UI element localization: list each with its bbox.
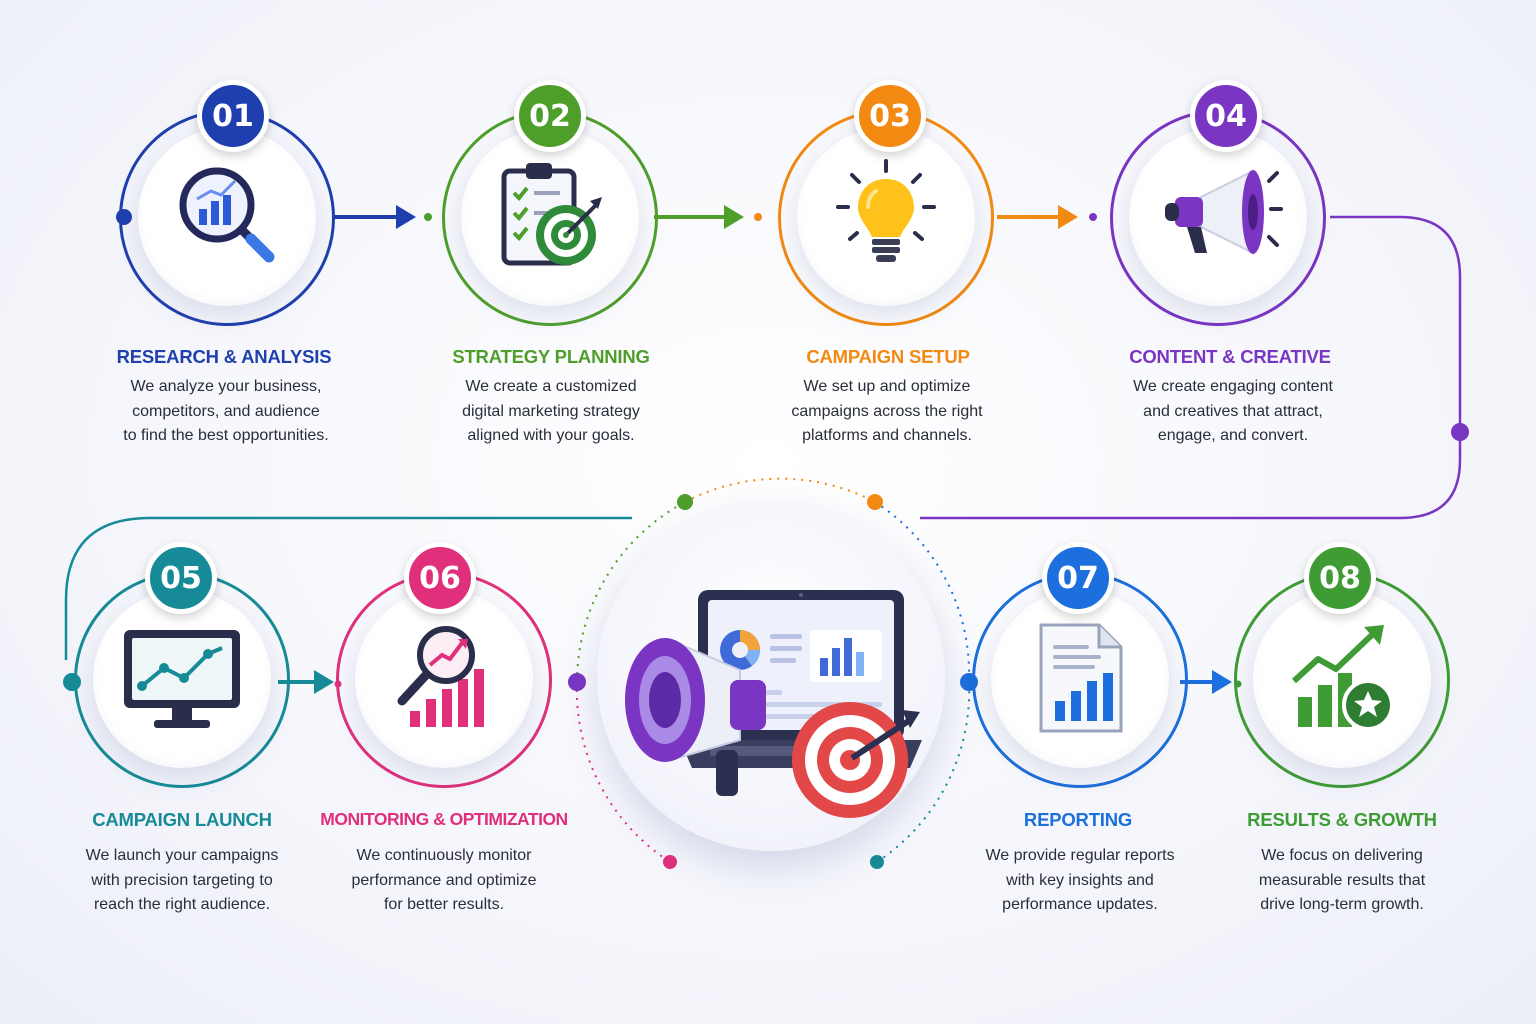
step-08-title: RESULTS & GROWTH bbox=[1247, 809, 1437, 830]
step-01-desc-line-3: to find the best opportunities. bbox=[123, 427, 329, 445]
step-01-icon-disc bbox=[138, 128, 316, 306]
arrow-07-08 bbox=[1180, 670, 1242, 694]
step-04-desc-line-1: We create engaging content bbox=[1133, 378, 1333, 395]
step-01-desc-line-1: We analyze your business, bbox=[130, 378, 322, 395]
step-06-desc-line-1: We continuously monitor bbox=[356, 847, 532, 864]
step-03-number-badge: 03 bbox=[854, 80, 926, 152]
step-02-title: STRATEGY PLANNING bbox=[452, 346, 650, 367]
report-document-icon bbox=[1039, 623, 1123, 733]
step-01-title: RESEARCH & ANALYSIS bbox=[116, 346, 332, 367]
growth-chart-star-icon bbox=[1291, 625, 1394, 731]
clipboard-target-icon bbox=[501, 163, 602, 266]
megaphone-icon bbox=[1165, 169, 1283, 255]
laptop-megaphone-target-icon bbox=[625, 590, 922, 818]
step-06-title: MONITORING & OPTIMIZATION bbox=[320, 809, 568, 829]
step-05-desc-line-1: We launch your campaigns bbox=[85, 847, 279, 864]
step-04-title: CONTENT & CREATIVE bbox=[1129, 346, 1331, 367]
arrow-02-03 bbox=[654, 205, 762, 229]
step-07-desc-line-3: performance updates. bbox=[1002, 896, 1158, 914]
step-03-desc-line-3: platforms and channels. bbox=[802, 427, 972, 445]
step-04-desc-line-3: engage, and convert. bbox=[1157, 427, 1309, 445]
step-07-desc-line-1: We provide regular reports bbox=[985, 847, 1175, 864]
step-06-description: We continuously monitor performance and … bbox=[304, 844, 584, 918]
step-06-desc-line-2: performance and optimize bbox=[351, 871, 537, 889]
step-02-desc-line-2: digital marketing strategy bbox=[462, 402, 640, 420]
step-03-icon-disc bbox=[797, 128, 975, 306]
step-04-desc-line-2: and creatives that attract, bbox=[1143, 402, 1323, 420]
magnifier-growth-bars-icon bbox=[397, 626, 484, 727]
hub-illustration bbox=[610, 560, 930, 835]
step-08-icon-disc bbox=[1253, 590, 1431, 768]
step-06-desc-line-3: for better results. bbox=[383, 896, 505, 914]
step-05-title: CAMPAIGN LAUNCH bbox=[92, 809, 272, 830]
step-07-number-badge: 07 bbox=[1042, 542, 1114, 614]
step-07-desc-line-2: with key insights and bbox=[1006, 871, 1154, 889]
step-07-icon-disc bbox=[991, 590, 1169, 768]
step-05-desc-line-3: reach the right audience. bbox=[93, 896, 271, 914]
step-01-desc-line-2: competitors, and audience bbox=[132, 402, 320, 420]
step-05-icon-disc bbox=[93, 590, 271, 768]
step-04-icon-disc bbox=[1129, 128, 1307, 306]
step-08-desc-line-3: drive long-term growth. bbox=[1260, 896, 1424, 914]
step-05-description: We launch your campaigns with precision … bbox=[42, 844, 322, 918]
step-07-description: We provide regular reports with key insi… bbox=[940, 844, 1220, 918]
step-03-title: CAMPAIGN SETUP bbox=[806, 346, 970, 367]
step-08-desc-line-2: measurable results that bbox=[1258, 871, 1426, 889]
step-05-desc-line-2: with precision targeting to bbox=[91, 871, 273, 889]
step-02-number-badge: 02 bbox=[514, 80, 586, 152]
step-08-description: We focus on delivering measurable result… bbox=[1202, 844, 1482, 918]
step-04-description: We create engaging content and creatives… bbox=[1093, 375, 1373, 449]
step-02-desc-line-1: We create a customized bbox=[465, 378, 637, 395]
step-03-desc-line-1: We set up and optimize bbox=[803, 378, 971, 395]
arrow-01-02 bbox=[335, 205, 432, 229]
step-01-number-badge: 01 bbox=[197, 80, 269, 152]
step-05-number-badge: 05 bbox=[145, 542, 217, 614]
step-03-description: We set up and optimize campaigns across … bbox=[747, 375, 1027, 449]
step-01-description: We analyze your business, competitors, a… bbox=[86, 375, 366, 449]
step-08-number-badge: 08 bbox=[1304, 542, 1376, 614]
step-06-number-badge: 06 bbox=[404, 542, 476, 614]
monitor-line-chart-icon bbox=[124, 630, 240, 728]
path-dot-04 bbox=[1451, 423, 1469, 441]
magnifier-chart-icon bbox=[179, 167, 275, 263]
step-02-description: We create a customized digital marketing… bbox=[411, 375, 691, 449]
lightbulb-icon bbox=[836, 159, 936, 262]
path-hub-to-05 bbox=[64, 516, 632, 660]
arrow-03-04 bbox=[997, 205, 1097, 229]
step-04-number-badge: 04 bbox=[1190, 80, 1262, 152]
step-08-desc-line-1: We focus on delivering bbox=[1261, 847, 1423, 864]
step-02-icon-disc bbox=[461, 128, 639, 306]
step-02-desc-line-3: aligned with your goals. bbox=[467, 427, 635, 445]
path-04-to-hub bbox=[920, 215, 1462, 520]
step-06-icon-disc bbox=[355, 590, 533, 768]
step-03-desc-line-2: campaigns across the right bbox=[791, 402, 983, 420]
step-07-title: REPORTING bbox=[1023, 809, 1133, 830]
